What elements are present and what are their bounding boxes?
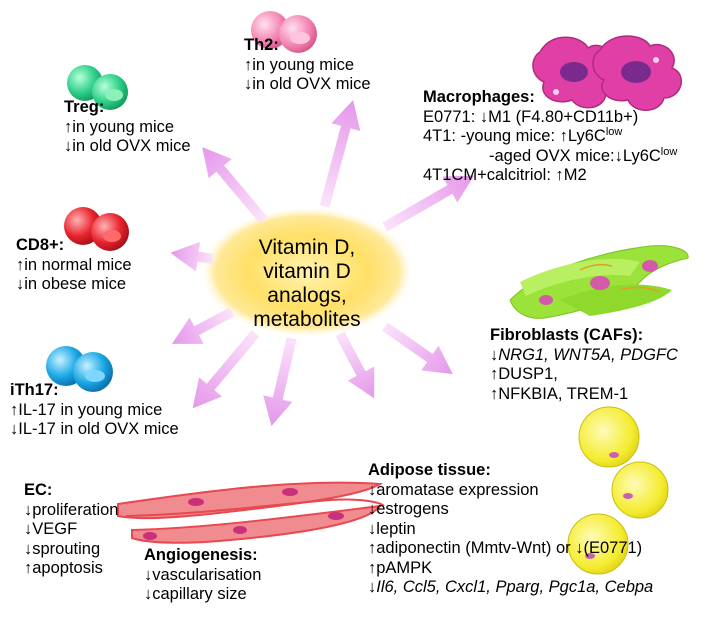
ec-line-4: ↑apoptosis (24, 559, 103, 577)
fibroblasts-block: Fibroblasts (CAFs): ↓NRG1, WNT5A, PDGFC … (490, 326, 678, 404)
ec-block: EC: ↓proliferation ↓VEGF ↓sprouting ↑apo… (24, 481, 118, 579)
radiating-arrows (170, 100, 475, 426)
ith17-line-1: ↑IL-17 in young mice (10, 400, 163, 419)
fibroblasts-line-3: ↑NFKBIA, TREM-1 (490, 384, 629, 403)
arrow-to-cd8 (170, 241, 214, 272)
macrophages-line-3: -aged OVX mice:↓Ly6Clow (489, 145, 678, 165)
th2-cells-icon (251, 11, 317, 53)
ith17-block: iTh17: ↑IL-17 in young mice ↓IL-17 in ol… (10, 381, 179, 440)
center-line-3: metabolites (253, 308, 361, 331)
th2-line-1: ↑in young mice (244, 55, 355, 74)
macrophages-title: Macrophages: (423, 88, 535, 106)
adipose-line-3: ↓leptin (368, 519, 416, 538)
center-line-1: Vitamin D, (258, 236, 356, 259)
ec-line-3: ↓sprouting (24, 539, 101, 558)
fibroblast-cells-icon (509, 245, 689, 319)
treg-line-1: ↑in young mice (64, 117, 175, 136)
macrophages-line-2: 4T1: -young mice: ↑Ly6Clow (423, 126, 623, 146)
ec-title: EC: (24, 481, 53, 499)
adipose-line-4: ↑adiponectin (Mmtv-Wnt) or ↓(E0771) (368, 539, 643, 557)
adipose-line-2: ↓estrogens (368, 500, 449, 518)
adipose-title: Adipose tissue: (368, 461, 491, 479)
ith17-line-2: ↓IL-17 in old OVX mice (10, 420, 179, 438)
angiogenesis-line-2: ↓capillary size (144, 585, 247, 603)
arrow-to-adipose (335, 331, 375, 399)
macrophages-line-4: 4T1CM+calcitriol: ↑M2 (423, 166, 587, 184)
arrow-to-treg (202, 147, 268, 224)
th2-line-2: ↓in old OVX mice (244, 75, 371, 93)
angiogenesis-line-1: ↓vascularisation (144, 565, 262, 584)
fibroblasts-line-1: ↓NRG1, WNT5A, PDGFC (490, 345, 678, 364)
arrow-to-macrophages (382, 175, 475, 232)
angiogenesis-title: Angiogenesis: (144, 546, 258, 564)
adipose-line-6: ↓Il6, Ccl5, Cxcl1, Pparg, Pgc1a, Cebpa (368, 578, 654, 596)
ec-line-2: ↓VEGF (24, 520, 78, 538)
treg-title: Treg: (64, 98, 105, 116)
fibroblasts-line-2: ↑DUSP1, (490, 365, 558, 383)
treg-block: Treg: ↑in young mice ↓in old OVX mice (64, 98, 191, 157)
arrow-to-ith17 (171, 307, 235, 344)
arrow-to-ec (192, 330, 260, 409)
arrow-to-th2 (319, 100, 361, 208)
center-label: Vitamin D, vitamin D analogs, metabolite… (223, 236, 391, 332)
endothelial-vessel-icon (117, 481, 385, 544)
cd8-block: CD8+: ↑in normal mice ↓in obese mice (16, 236, 132, 295)
fibroblasts-title: Fibroblasts (CAFs): (490, 326, 644, 344)
center-line-2: vitamin D analogs, (263, 260, 351, 307)
macrophage-cells-icon (532, 35, 682, 111)
ith17-cells-icon (46, 346, 113, 392)
treg-line-2: ↓in old OVX mice (64, 137, 191, 155)
ec-line-1: ↓proliferation (24, 500, 119, 519)
cd8-cells-icon (64, 207, 129, 251)
arrow-to-angiogenesis (263, 337, 297, 426)
th2-block: Th2: ↑in young mice ↓in old OVX mice (244, 36, 371, 95)
adipose-line-5: ↑pAMPK (368, 558, 433, 577)
cd8-line-1: ↑in normal mice (16, 255, 132, 274)
th2-title: Th2: (244, 36, 279, 54)
cd8-title: CD8+: (16, 236, 65, 254)
adipocyte-cells-icon (567, 406, 669, 575)
adipose-block: Adipose tissue: ↓aromatase expression ↓e… (368, 461, 653, 598)
center-glow (199, 206, 415, 338)
ith17-title: iTh17: (10, 381, 59, 399)
adipose-line-1: ↓aromatase expression (368, 480, 539, 499)
macrophages-line-1: E0771: ↓M1 (F4.80+CD11b+) (423, 107, 639, 126)
arrow-to-fibroblasts (381, 322, 453, 375)
macrophages-block: Macrophages: E0771: ↓M1 (F4.80+CD11b+) 4… (423, 88, 677, 186)
treg-cells-icon (67, 65, 128, 110)
angiogenesis-block: Angiogenesis: ↓vascularisation ↓capillar… (144, 546, 261, 605)
cd8-line-2: ↓in obese mice (16, 275, 127, 293)
